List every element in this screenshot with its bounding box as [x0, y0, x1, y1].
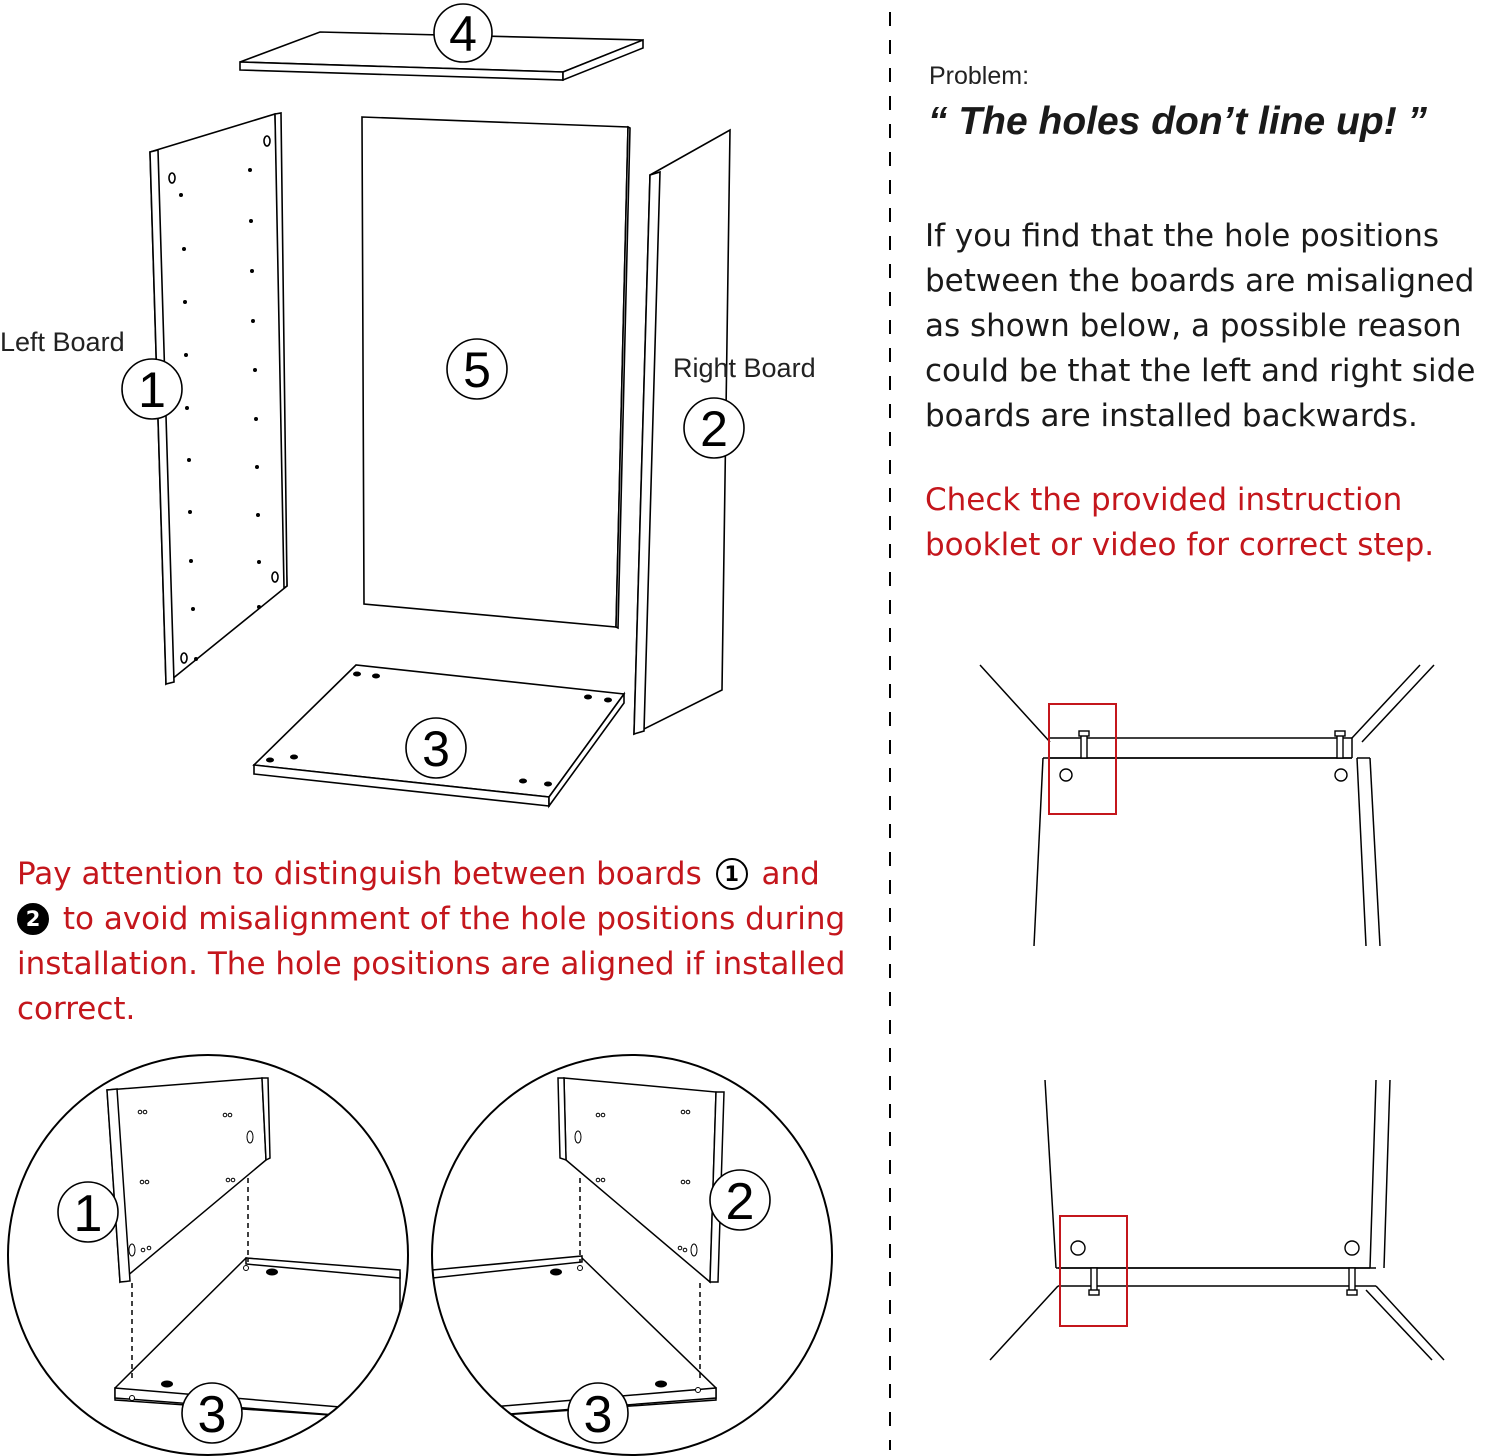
badge-circle-1: [121, 358, 183, 420]
zoom-detail-board-2: 2 3: [431, 1054, 833, 1456]
highlight-box-top: [1048, 703, 1117, 815]
left-board-1: [149, 112, 288, 686]
right-board-2: [633, 128, 731, 736]
part-number-1: 1: [138, 362, 166, 418]
misaligned-top-detail: [979, 664, 1435, 947]
explanation-line: If you find that the hole positions: [925, 218, 1440, 254]
circled-one-icon: 1: [715, 858, 748, 890]
misaligned-bottom-detail: [989, 1079, 1445, 1361]
part-number-4: 4: [449, 6, 477, 62]
problem-label: Problem:: [929, 62, 1030, 90]
attention-note: Pay attention to distinguish between boa…: [17, 852, 845, 1032]
badge-circle-5: [446, 338, 508, 400]
attention-text: Pay attention to distinguish between boa…: [17, 856, 702, 892]
attention-line-4: correct.: [17, 991, 136, 1027]
attention-text: and: [761, 856, 820, 892]
zoom-detail-board-1: 1 3: [7, 1054, 409, 1456]
highlight-box-bottom: [1059, 1215, 1128, 1327]
part-number-2: 2: [700, 401, 728, 457]
check-line: Check the provided instruction: [925, 482, 1403, 518]
explanation-line: boards are installed backwards.: [925, 398, 1418, 434]
attention-text: to avoid misalignment of the hole positi…: [62, 901, 846, 937]
part-number-5: 5: [463, 342, 491, 398]
check-instructions: Check the provided instruction booklet o…: [925, 478, 1434, 568]
badge-circle-2: [683, 397, 745, 459]
part-number-3: 3: [422, 721, 450, 777]
explanation-line: could be that the left and right side: [925, 353, 1476, 389]
part-badges: [121, 3, 745, 779]
right-board-label: Right Board: [673, 353, 816, 383]
attention-line-1: Pay attention to distinguish between boa…: [17, 852, 845, 897]
check-line: booklet or video for correct step.: [925, 527, 1435, 563]
zoom-left-number-1: 1: [74, 1185, 103, 1243]
badge-circle-3: [405, 717, 467, 779]
attention-line-2: 2 to avoid misalignment of the hole posi…: [17, 897, 845, 942]
explanation-line: between the boards are misaligned: [925, 263, 1475, 299]
explanation-line: as shown below, a possible reason: [925, 308, 1462, 344]
badge-circle-4: [433, 3, 493, 63]
zoom-left-number-3: 3: [198, 1386, 227, 1444]
problem-quote: “ The holes don’t line up! ”: [928, 100, 1428, 143]
zoom-right-number-3: 3: [584, 1386, 613, 1444]
attention-line-3: installation. The hole positions are ali…: [17, 946, 846, 982]
exploded-cabinet-view: [149, 31, 731, 809]
left-board-label: Left Board: [0, 327, 125, 357]
explanation-text: If you find that the hole positions betw…: [925, 214, 1475, 439]
circled-two-icon: 2: [17, 903, 49, 935]
zoom-right-number-2: 2: [726, 1173, 755, 1231]
